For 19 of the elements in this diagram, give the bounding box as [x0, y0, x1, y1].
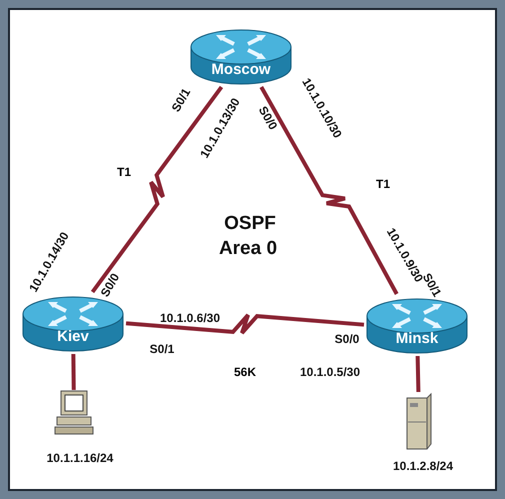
ip-address-label: 10.1.1.16/24	[46, 451, 114, 465]
router-name: Moscow	[210, 61, 272, 78]
edge-label: 56K	[233, 365, 257, 379]
ethernet-link	[416, 356, 420, 392]
edge-label: T1	[375, 177, 391, 191]
interface-label: S0/0	[334, 332, 360, 346]
interface-label: 10.1.0.5/30	[300, 365, 360, 379]
router-name: Minsk	[394, 330, 440, 347]
interface-label: 10.1.0.6/30	[160, 311, 220, 325]
serial-link	[260, 86, 398, 295]
router-name: Kiev	[56, 328, 90, 345]
serial-link	[126, 313, 364, 335]
interface-label: S0/1	[150, 342, 174, 356]
area-label: Area 0	[218, 238, 278, 260]
serial-link	[90, 86, 224, 294]
edge-label: T1	[116, 165, 132, 179]
ip-address-label: 10.1.2.8/24	[392, 459, 454, 473]
area-label: OSPF	[224, 213, 276, 235]
ethernet-link	[71, 354, 76, 390]
